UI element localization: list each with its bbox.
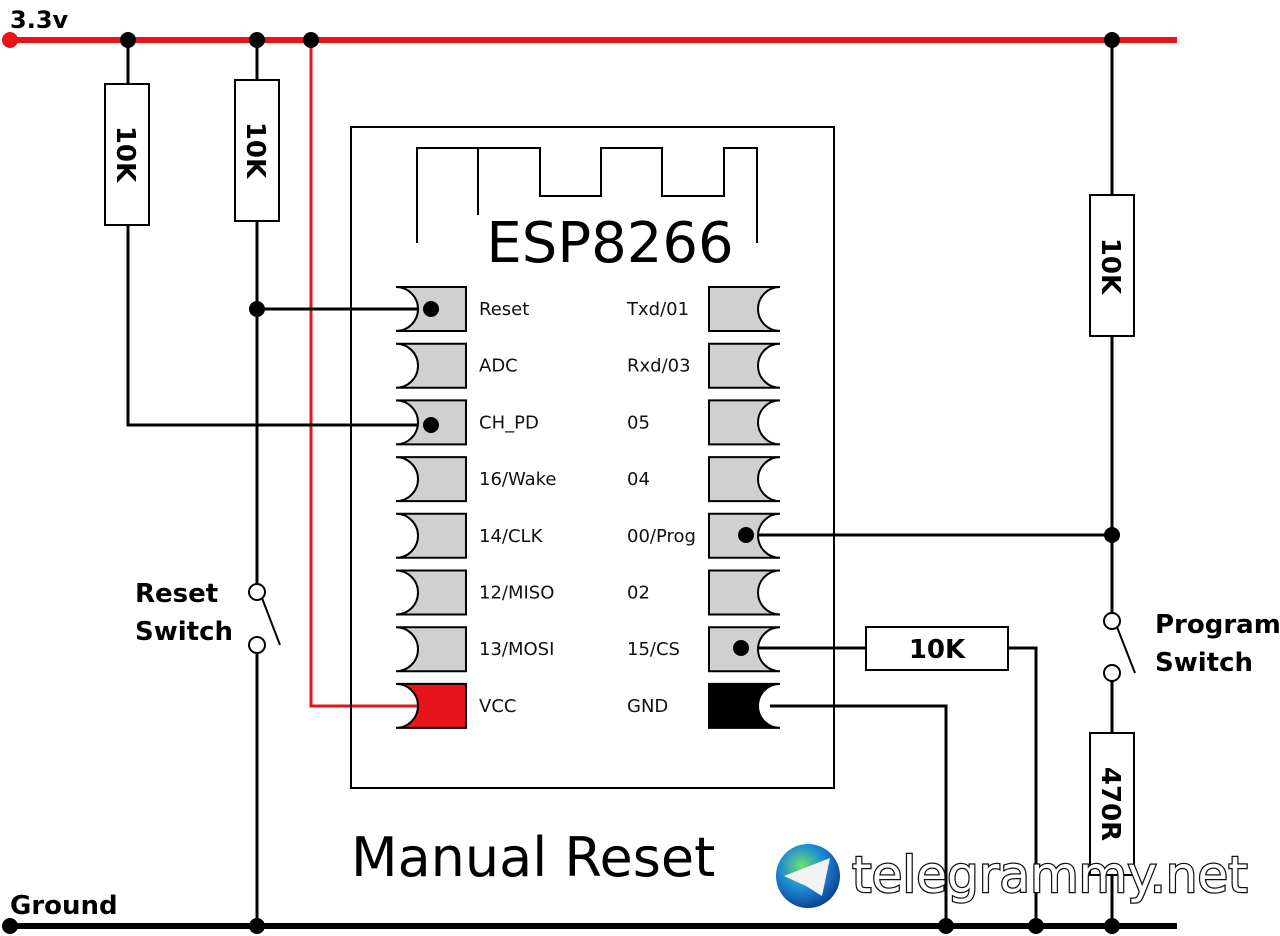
program-switch-contact bbox=[1103, 664, 1121, 682]
right-pin-label: 15/CS bbox=[627, 639, 680, 660]
right-pin-pad bbox=[708, 569, 781, 616]
pin-connection-dot bbox=[423, 301, 439, 317]
reset-switch-contact bbox=[248, 636, 266, 654]
right-pin-label: Rxd/03 bbox=[627, 356, 691, 377]
right-pin-label: 05 bbox=[627, 412, 650, 433]
left-pin-label: Reset bbox=[479, 299, 529, 320]
right-pin-pad bbox=[708, 399, 781, 446]
left-pin-pad bbox=[395, 569, 467, 616]
watermark-text: telegrammy.net bbox=[852, 846, 1248, 904]
gnd-wire bbox=[770, 704, 948, 926]
cs-ground-wire bbox=[1008, 646, 1038, 926]
chpd-resistor-label: 10K bbox=[110, 126, 140, 183]
reset-switch-contact bbox=[248, 583, 266, 601]
right-pin-label: 00/Prog bbox=[627, 526, 696, 547]
left-pin-label: 12/MISO bbox=[479, 583, 554, 604]
right-pin-label: 02 bbox=[627, 583, 650, 604]
prog-resistor-label: 10K bbox=[1095, 238, 1125, 295]
right-pin-pad bbox=[708, 682, 781, 729]
left-pin-label: 13/MOSI bbox=[479, 639, 554, 660]
pin-connection-dot bbox=[733, 640, 749, 656]
reset-resistor bbox=[234, 79, 280, 222]
left-pin-pad bbox=[395, 626, 467, 673]
left-pin-pad bbox=[395, 682, 467, 729]
antenna-trace bbox=[416, 147, 758, 243]
watermark: telegrammy.net bbox=[776, 844, 1249, 908]
supply-label: 3.3v bbox=[10, 6, 69, 34]
prog-resistor bbox=[1089, 194, 1135, 337]
right-pin-pad bbox=[708, 456, 781, 503]
ground-label: Ground bbox=[10, 891, 118, 921]
caption: Manual Reset bbox=[351, 826, 715, 889]
chpd-resistor bbox=[104, 83, 150, 226]
reset-switch-lever bbox=[261, 597, 281, 646]
junction-dot bbox=[1104, 527, 1120, 543]
cs-resistor bbox=[865, 626, 1009, 671]
right-pin-label: Txd/01 bbox=[626, 299, 689, 320]
junction-dot bbox=[249, 32, 265, 48]
junction-dot bbox=[249, 301, 265, 317]
reset-switch-label: Switch bbox=[135, 617, 233, 647]
vcc-wire bbox=[309, 40, 418, 708]
left-pin-pad bbox=[395, 342, 467, 389]
left-pin-pad bbox=[395, 512, 467, 559]
right-pin-pad bbox=[708, 342, 781, 389]
junction-dot bbox=[1104, 918, 1120, 934]
left-pin-label: 14/CLK bbox=[479, 526, 544, 547]
pin-connection-dot bbox=[738, 527, 754, 543]
junction-dot bbox=[303, 32, 319, 48]
left-pin-pad bbox=[395, 456, 467, 503]
reset-switch-label: Reset bbox=[135, 579, 218, 609]
junction-dot bbox=[1028, 918, 1044, 934]
program-switch-label: Switch bbox=[1155, 648, 1253, 678]
program-switch-label: Program bbox=[1155, 610, 1280, 640]
right-pin-label: 04 bbox=[627, 469, 650, 490]
ground-terminal bbox=[2, 918, 18, 934]
switch-series-resistor bbox=[1089, 732, 1135, 876]
program-switch-contact bbox=[1103, 612, 1121, 630]
junction-dot bbox=[120, 32, 136, 48]
left-pin-label: VCC bbox=[479, 696, 516, 717]
program-switch-lever bbox=[1116, 626, 1136, 674]
supply-terminal bbox=[2, 32, 18, 48]
junctions bbox=[120, 32, 1120, 934]
module-title: ESP8266 bbox=[486, 211, 733, 276]
switch-series-resistor-label: 470R bbox=[1095, 767, 1125, 841]
cs-resistor-label: 10K bbox=[909, 635, 966, 665]
reset-resistor-label: 10K bbox=[240, 122, 270, 179]
paper-plane-icon bbox=[784, 858, 830, 896]
esp8266-module bbox=[350, 126, 835, 789]
pin-connection-dot bbox=[423, 417, 439, 433]
left-pin-label: ADC bbox=[479, 356, 518, 377]
junction-dot bbox=[249, 918, 265, 934]
left-pin-label: 16/Wake bbox=[479, 469, 557, 490]
left-pin-label: CH_PD bbox=[479, 412, 539, 433]
right-pin-pad bbox=[708, 286, 781, 332]
junction-dot bbox=[1104, 32, 1120, 48]
right-pin-label: GND bbox=[627, 696, 668, 717]
junction-dot bbox=[938, 918, 954, 934]
